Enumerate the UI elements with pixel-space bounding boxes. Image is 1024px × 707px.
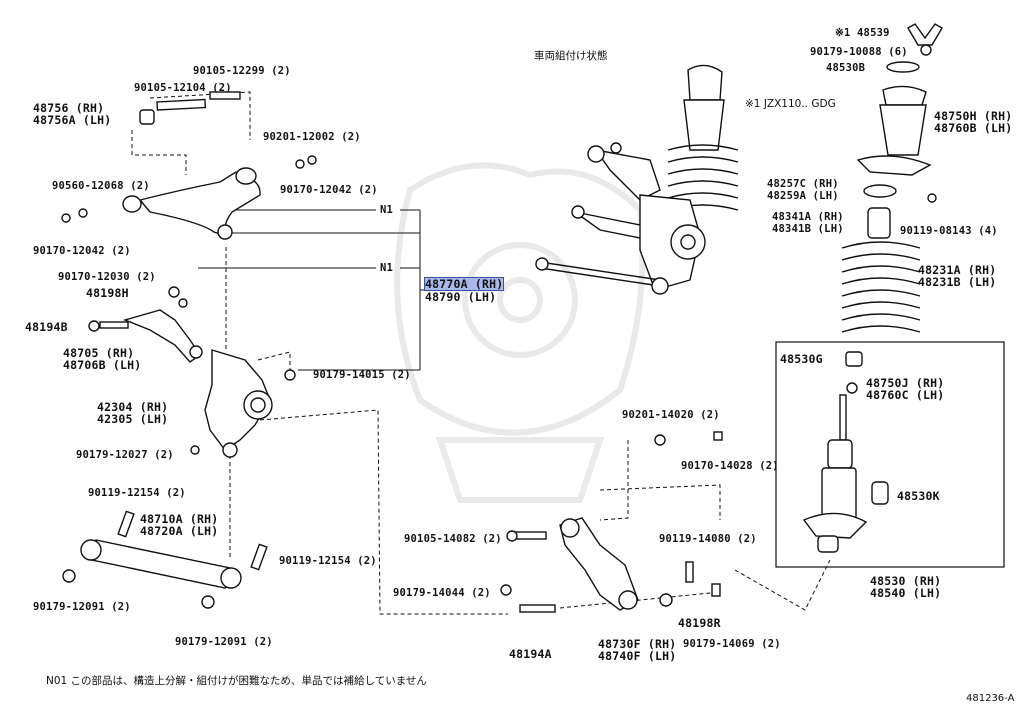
part-90105-14082[interactable]: 90105-14082 (2) — [404, 533, 502, 545]
part-48530k[interactable]: 48530K — [897, 489, 940, 503]
part-90119-08143[interactable]: 90119-08143 (4) — [900, 225, 998, 237]
footnote-n01: N01 この部品は、構造上分解・組付けが困難なため、単品では補給していません — [46, 675, 427, 687]
strut-components — [841, 23, 943, 333]
part-48760c[interactable]: 48760C (LH) — [866, 388, 945, 402]
upper-arm-assembly — [61, 91, 317, 240]
part-90119-14080[interactable]: 90119-14080 (2) — [659, 533, 757, 545]
part-48740f[interactable]: 48740F (LH) — [598, 649, 677, 663]
part-90179-14044[interactable]: 90179-14044 (2) — [393, 587, 491, 599]
part-90105-12104[interactable]: 90105-12104 (2) — [134, 82, 232, 94]
part-48720a[interactable]: 48720A (LH) — [140, 524, 219, 538]
part-48530g[interactable]: 48530G — [780, 352, 823, 366]
part-48530[interactable]: 48530 (RH) — [870, 574, 942, 588]
part-48539[interactable]: ※1 48539 — [835, 27, 890, 39]
part-48710a[interactable]: 48710A (RH) — [140, 512, 219, 526]
part-48198h[interactable]: 48198H — [86, 286, 129, 300]
watermark-logo — [394, 162, 646, 503]
note-n1-upper: N1 — [380, 204, 394, 216]
part-48790[interactable]: 48790 (LH) — [425, 290, 497, 304]
part-90179-10088[interactable]: 90179-10088 (6) — [810, 46, 908, 58]
part-48770a-highlighted[interactable]: 48770A (RH) — [423, 277, 505, 291]
part-90105-12299[interactable]: 90105-12299 (2) — [193, 65, 291, 77]
note-n1-lower: N1 — [380, 262, 394, 274]
part-90170-12030[interactable]: 90170-12030 (2) — [58, 271, 156, 283]
part-48231a[interactable]: 48231A (RH) — [918, 263, 997, 277]
part-48756[interactable]: 48756 (RH) — [33, 101, 105, 115]
part-48756a[interactable]: 48756A (LH) — [33, 113, 112, 127]
assembled-suspension-view — [535, 64, 739, 295]
part-90170-14028[interactable]: 90170-14028 (2) — [681, 460, 779, 472]
part-48341b[interactable]: 48341B (LH) — [772, 223, 844, 235]
part-48706b[interactable]: 48706B (LH) — [63, 358, 142, 372]
part-48750j[interactable]: 48750J (RH) — [866, 376, 945, 390]
part-48198r[interactable]: 48198R — [678, 616, 721, 630]
part-48194a[interactable]: 48194A — [509, 647, 552, 661]
lower-center-arm — [500, 431, 723, 613]
part-90170-12042-top[interactable]: 90170-12042 (2) — [280, 184, 378, 196]
applicability-note: ※1 JZX110.. GDG — [745, 98, 836, 110]
part-90201-14020[interactable]: 90201-14020 (2) — [622, 409, 720, 421]
shock-absorber-box — [775, 341, 1005, 568]
part-90179-14015[interactable]: 90179-14015 (2) — [313, 369, 411, 381]
figure-id: 481236-A — [966, 693, 1015, 704]
part-90119-12154-top[interactable]: 90119-12154 (2) — [88, 487, 186, 499]
lower-arm — [62, 510, 268, 609]
part-90119-12154-right[interactable]: 90119-12154 (2) — [279, 555, 377, 567]
part-42305[interactable]: 42305 (LH) — [97, 412, 169, 426]
part-48760b[interactable]: 48760B (LH) — [934, 121, 1013, 135]
part-90179-12027[interactable]: 90179-12027 (2) — [76, 449, 174, 461]
part-90560-12068[interactable]: 90560-12068 (2) — [52, 180, 150, 192]
part-48194b[interactable]: 48194B — [25, 320, 68, 334]
part-90179-12091-left[interactable]: 90179-12091 (2) — [33, 601, 131, 613]
part-48341a[interactable]: 48341A (RH) — [772, 211, 844, 223]
part-48259a[interactable]: 48259A (LH) — [767, 190, 839, 202]
part-48231b[interactable]: 48231B (LH) — [918, 275, 997, 289]
part-90179-14069[interactable]: 90179-14069 (2) — [683, 638, 781, 650]
part-48730f[interactable]: 48730F (RH) — [598, 637, 677, 651]
part-48705[interactable]: 48705 (RH) — [63, 346, 135, 360]
part-48257c[interactable]: 48257C (RH) — [767, 178, 839, 190]
part-42304[interactable]: 42304 (RH) — [97, 400, 169, 414]
part-48530b[interactable]: 48530B — [826, 62, 866, 74]
part-90201-12002[interactable]: 90201-12002 (2) — [263, 131, 361, 143]
part-48750h[interactable]: 48750H (RH) — [934, 109, 1013, 123]
knuckle-assembly — [88, 286, 296, 458]
part-90179-12091-bottom[interactable]: 90179-12091 (2) — [175, 636, 273, 648]
shock-absorber — [802, 351, 889, 553]
vehicle-state-label: 車両組付け状態 — [534, 50, 608, 62]
part-90170-12042-left[interactable]: 90170-12042 (2) — [33, 245, 131, 257]
part-48540[interactable]: 48540 (LH) — [870, 586, 942, 600]
